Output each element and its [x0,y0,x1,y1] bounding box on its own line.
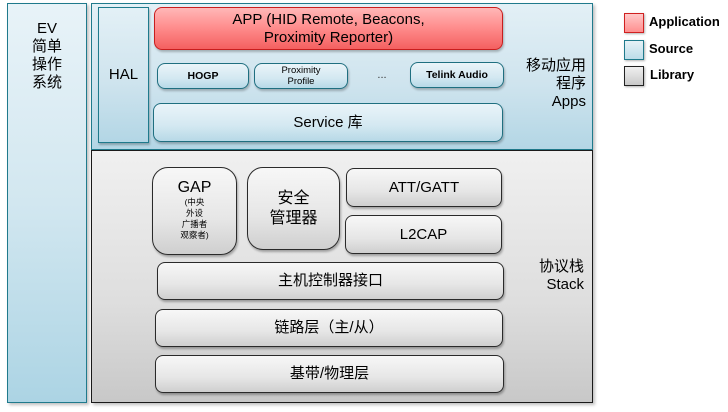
profile-telink-audio: Telink Audio [410,62,504,88]
l2cap-box: L2CAP [345,215,502,254]
stack-layer-label: 协议栈 Stack [538,258,584,293]
gap-box: GAP (中央 外设 广播者 观察者) [152,167,237,255]
profile-hogp: HOGP [157,63,249,89]
legend-source-label: Source [649,41,694,56]
application-box: APP (HID Remote, Beacons, Proximity Repo… [154,7,503,50]
profile-proximity: Proximity Profile [254,63,348,89]
service-library-box: Service 库 [153,103,503,142]
hal-box: HAL [98,7,149,143]
legend-library-swatch [624,66,644,86]
os-column: EV 简单 操作 系统 [7,3,87,403]
legend: Application Source Library [624,12,728,92]
security-manager-box: 安全 管理器 [247,167,340,250]
os-label: EV 简单 操作 系统 [31,20,62,91]
hci-box: 主机控制器接口 [157,262,504,300]
phy-layer-box: 基带/物理层 [155,355,504,393]
link-layer-box: 链路层（主/从） [155,309,503,347]
more-profiles-ellipsis: ... [377,69,387,81]
legend-library-label: Library [650,67,695,82]
legend-source-swatch [624,40,644,60]
att-gatt-box: ATT/GATT [346,168,502,207]
legend-application-swatch [624,13,644,33]
legend-application-label: Application [649,14,720,29]
apps-layer-label: 移动应用 程序 Apps [525,57,586,110]
